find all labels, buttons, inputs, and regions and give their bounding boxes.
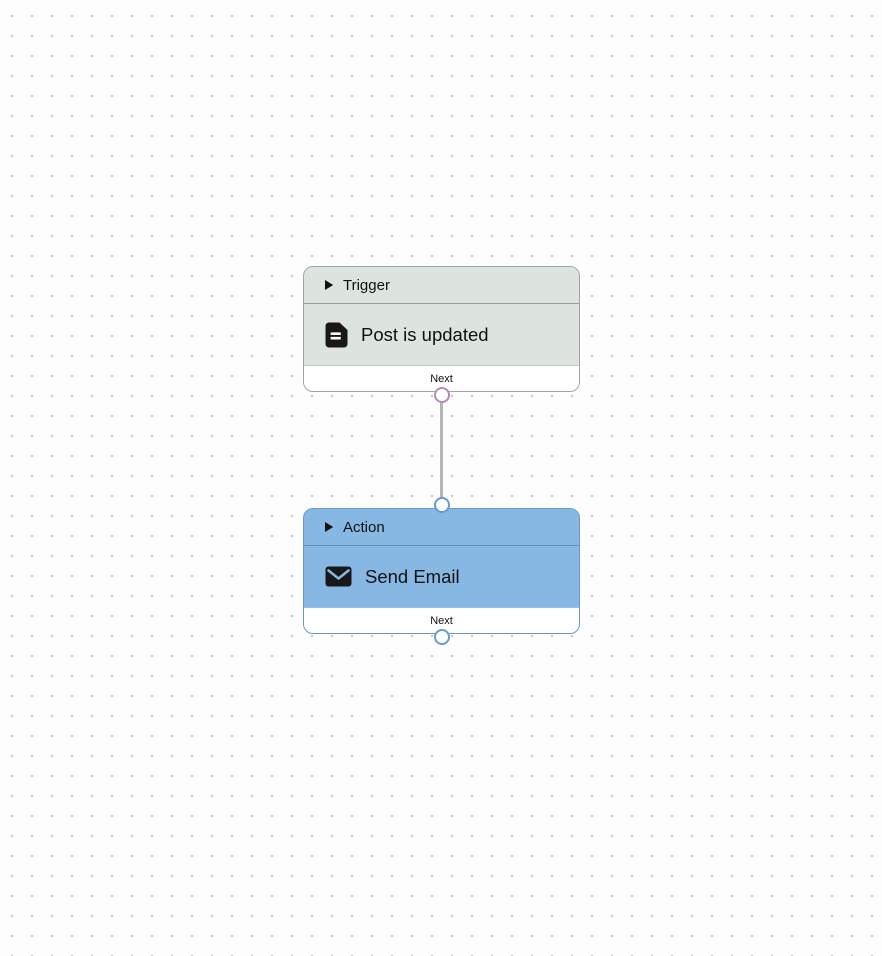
port-label: Next <box>430 614 453 627</box>
collapse-triangle-icon[interactable] <box>324 279 334 291</box>
trigger-body: Post is updated <box>304 304 579 365</box>
node-title: Post is updated <box>361 323 489 345</box>
action-body: Send Email <box>304 546 579 607</box>
node-action[interactable]: Action Send Email Next <box>303 497 580 645</box>
document-icon <box>325 322 348 348</box>
mail-icon <box>325 566 352 587</box>
action-footer: Next <box>304 607 579 633</box>
action-input-handle[interactable] <box>433 497 450 513</box>
node-type-label: Action <box>343 518 385 536</box>
node-title: Send Email <box>365 565 460 587</box>
action-output-handle[interactable] <box>433 629 450 645</box>
trigger-footer: Next <box>304 365 579 391</box>
trigger-header: Trigger <box>304 267 579 304</box>
action-header: Action <box>304 509 579 546</box>
node-trigger[interactable]: Trigger Post is updated Next <box>303 266 580 403</box>
trigger-output-handle[interactable] <box>433 387 450 403</box>
port-label: Next <box>430 372 453 385</box>
node-type-label: Trigger <box>343 276 390 294</box>
connection-edge[interactable] <box>440 394 443 506</box>
collapse-triangle-icon[interactable] <box>324 521 334 533</box>
